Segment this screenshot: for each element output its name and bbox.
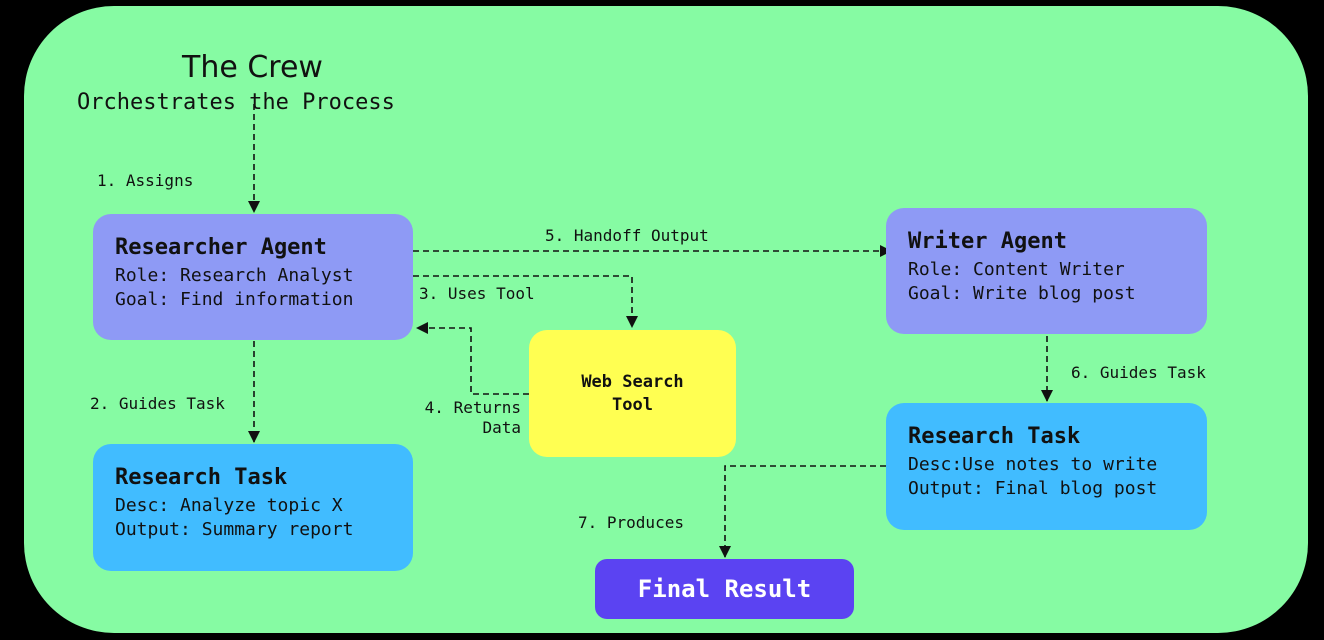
writer-agent-goal: Goal: Write blog post: [908, 283, 1136, 304]
step-4-label-line1: 4. Returns: [424, 398, 521, 417]
researcher-agent-box: Researcher Agent Role: Research Analyst …: [93, 214, 413, 340]
writer-agent-box: Writer Agent Role: Content Writer Goal: …: [886, 208, 1207, 334]
writer-agent-title: Writer Agent: [908, 229, 1067, 254]
researcher-agent-title: Researcher Agent: [115, 235, 327, 260]
final-result-label: Final Result: [637, 575, 812, 603]
diagram-title: The Crew: [182, 50, 323, 85]
research-task-right-title: Research Task: [908, 424, 1081, 449]
arrow-uses-tool: [413, 275, 638, 328]
research-task-right-box: Research Task Desc:Use notes to write Ou…: [886, 403, 1207, 530]
research-task-right-output: Output: Final blog post: [908, 478, 1158, 499]
web-search-tool-box: Web Search Tool: [529, 330, 736, 457]
step-7-label: 7. Produces: [578, 513, 684, 532]
step-4-label-line2: Data: [482, 418, 521, 437]
diagram-subtitle: Orchestrates the Process: [77, 90, 395, 115]
research-task-left-desc: Desc: Analyze topic X: [115, 495, 343, 516]
step-1-label: 1. Assigns: [97, 171, 194, 190]
arrow-returns-data: [416, 322, 529, 395]
research-task-left-box: Research Task Desc: Analyze topic X Outp…: [93, 444, 413, 571]
step-5-label: 5. Handoff Output: [545, 226, 709, 245]
step-6-label: 6. Guides Task: [1071, 363, 1206, 382]
step-2-label: 2. Guides Task: [90, 394, 225, 413]
writer-agent-role: Role: Content Writer: [908, 259, 1125, 280]
web-search-tool-label-line1: Web Search: [581, 371, 684, 392]
final-result-box: Final Result: [595, 559, 854, 619]
arrow-produces: [719, 465, 886, 558]
step-3-label: 3. Uses Tool: [419, 284, 535, 303]
researcher-agent-role: Role: Research Analyst: [115, 265, 354, 286]
web-search-tool-label-line2: Tool: [612, 394, 653, 415]
researcher-agent-goal: Goal: Find information: [115, 289, 354, 310]
research-task-left-title: Research Task: [115, 465, 288, 490]
research-task-right-desc: Desc:Use notes to write: [908, 454, 1158, 475]
research-task-left-output: Output: Summary report: [115, 519, 354, 540]
